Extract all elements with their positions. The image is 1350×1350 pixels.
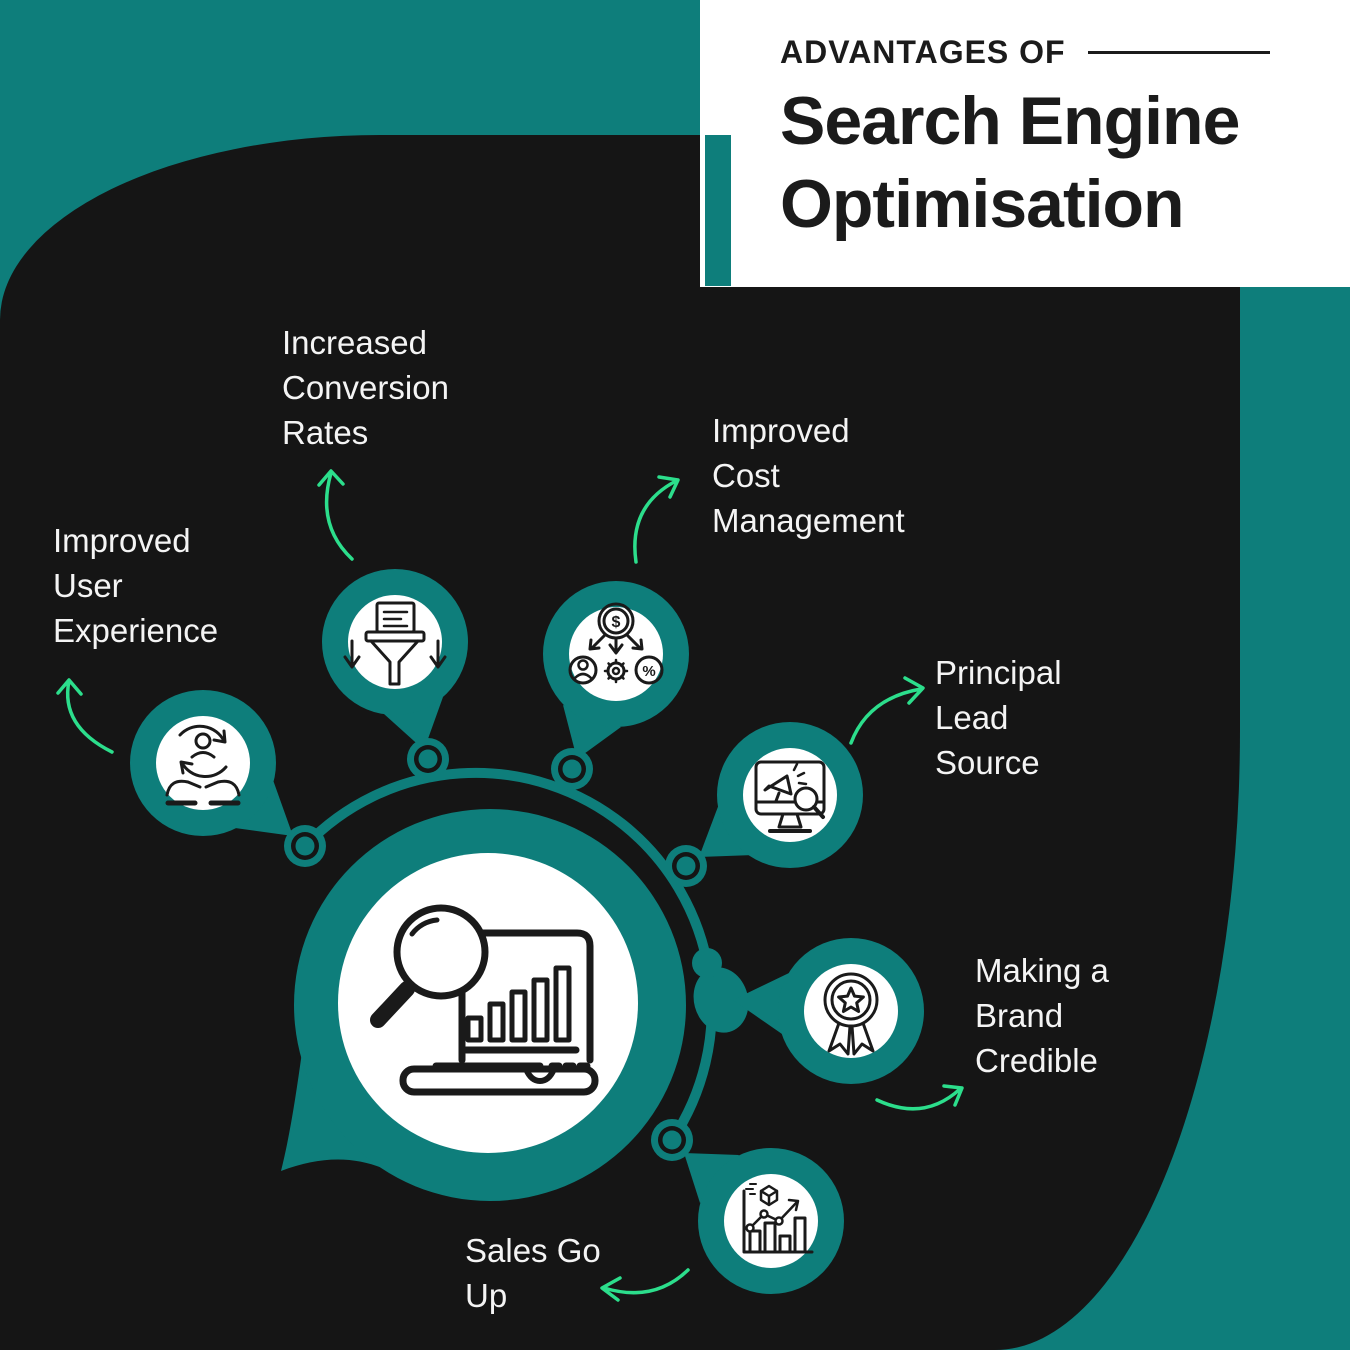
advantage-label-brand: Making a Brand Credible (975, 948, 1109, 1083)
orbit-blob (692, 948, 749, 1033)
title-line: Search Engine (780, 83, 1240, 159)
label-line: Conversion (282, 369, 449, 406)
label-line: Improved (53, 522, 191, 559)
pointer-arrows (56, 469, 964, 1302)
advantage-bubble-brand (778, 938, 924, 1084)
orbit-node (284, 825, 326, 867)
advantage-bubble-sales (698, 1148, 844, 1294)
speech-tail (235, 780, 293, 836)
curved-arrow-conversion (317, 469, 354, 561)
header-kicker: ADVANTAGES OF (780, 34, 1066, 70)
advantage-label-conversion: Increased Conversion Rates (282, 320, 449, 455)
curved-arrow-cost (633, 475, 680, 564)
advantage-label-user-experience: Improved User Experience (53, 518, 218, 653)
label-line: Improved (712, 412, 850, 449)
dollar-allocation-icon: $ % (568, 602, 664, 685)
label-line: Increased (282, 324, 427, 361)
label-line: Principal (935, 654, 1062, 691)
orbit-node (651, 1119, 693, 1161)
header-accent-bar (705, 135, 731, 286)
header-kicker-row: ADVANTAGES OF (780, 34, 1270, 71)
header-divider-line (1087, 51, 1270, 54)
curved-arrow-lead-source (849, 676, 925, 745)
speech-tail (733, 973, 789, 1034)
advantage-label-cost: Improved Cost Management (712, 408, 905, 543)
advantage-label-sales: Sales Go Up (465, 1228, 601, 1318)
growth-chart-cube-icon (742, 1183, 814, 1254)
label-line: Rates (282, 414, 369, 451)
orbit-node (665, 845, 707, 887)
hands-holding-user-icon (165, 724, 241, 806)
label-line: Cost (712, 457, 780, 494)
advantage-bubble-user-experience (130, 690, 276, 836)
orbit-node (407, 738, 449, 780)
document-funnel-icon (343, 601, 447, 686)
orbit-nodes (284, 738, 707, 1161)
page-title: Search Engine Optimisation (780, 80, 1240, 246)
svg-text:%: % (642, 663, 655, 680)
orbit-node (551, 748, 593, 790)
label-line: Making a (975, 952, 1109, 989)
label-line: Lead (935, 699, 1009, 736)
advantage-label-lead-source: Principal Lead Source (935, 650, 1062, 785)
title-line: Optimisation (780, 166, 1185, 242)
center-bubble (294, 809, 686, 1201)
orbit-arc (301, 767, 717, 1143)
svg-text:$: $ (612, 614, 621, 631)
label-line: Source (935, 744, 1040, 781)
magnifier-handle (370, 981, 415, 1028)
speech-tail (563, 705, 621, 759)
label-line: Experience (53, 612, 219, 649)
label-line: Sales Go (465, 1232, 601, 1269)
award-ribbon-icon (823, 972, 879, 1056)
curved-arrow-brand (875, 1084, 964, 1111)
label-line: Credible (975, 1042, 1098, 1079)
advantage-bubble-cost: $ % (543, 581, 689, 727)
label-line: Management (712, 502, 905, 539)
label-line: Brand (975, 997, 1064, 1034)
monitor-megaphone-search-icon (754, 760, 826, 833)
curved-arrow-user-experience (56, 678, 114, 754)
advantage-bubble-lead-source (717, 722, 863, 868)
header-panel: ADVANTAGES OF Search Engine Optimisation (700, 0, 1350, 287)
curved-arrow-sales (600, 1268, 690, 1302)
advantage-bubble-conversion (322, 569, 468, 715)
label-line: User (53, 567, 123, 604)
label-line: Up (465, 1277, 508, 1314)
laptop-analytics-magnifier-icon (370, 904, 599, 1096)
